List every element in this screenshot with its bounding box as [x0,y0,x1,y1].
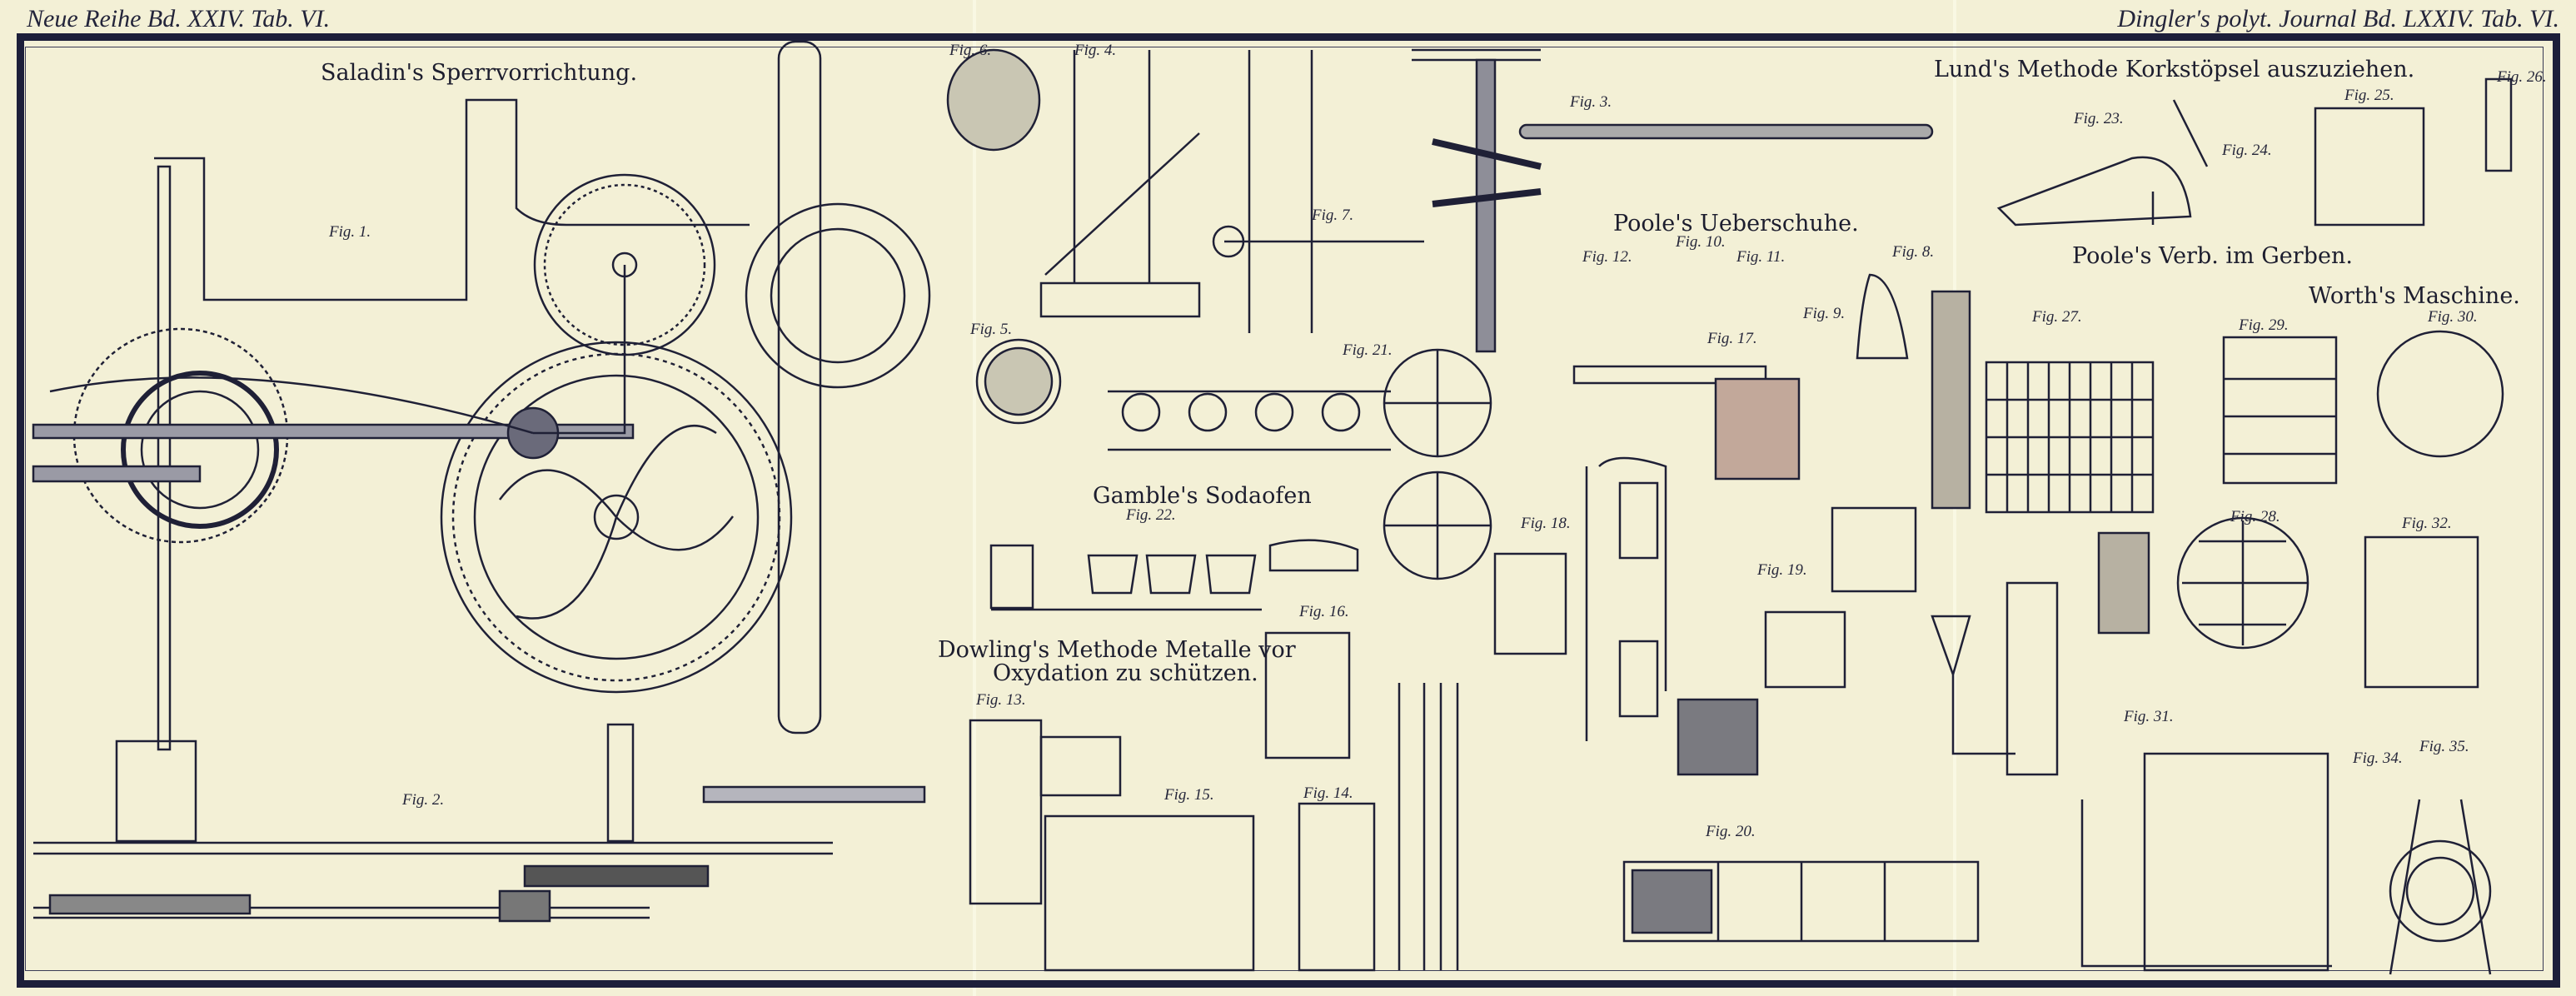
fig-label: Fig. 11. [1736,248,1786,266]
fig-label: Fig. 28. [2230,508,2280,525]
title-poole-tanning: Poole's Verb. im Gerben. [2072,243,2353,269]
fig-label: Fig. 10. [1676,233,1726,251]
optics-figs-drawing [946,48,1424,425]
title-worth: Worth's Maschine. [2309,283,2520,309]
fig-label: Fig. 1. [329,223,371,241]
fig-label: Fig. 16. [1299,603,1349,620]
fig-label: Fig. 32. [2402,515,2452,532]
title-gamble: Gamble's Sodaofen [1093,483,1312,509]
fig-label: Fig. 14. [1303,784,1353,802]
saladin-fig1-drawing [32,40,931,751]
fig-label: Fig. 9. [1803,305,1846,322]
poole-tanning-drawing [1931,290,2504,975]
dowling-figs-drawing [969,631,1459,972]
fig-label: Fig. 22. [1126,506,1176,524]
fig-label: Fig. 6. [949,42,992,59]
fig-label: Fig. 5. [970,321,1013,338]
paper-fold [973,0,976,996]
poole-figs-drawing [1493,273,1980,943]
fig-label: Fig. 20. [1706,823,1756,840]
title-saladin: Saladin's Sperrvorrichtung. [321,60,638,86]
title-poole-shoes: Poole's Ueberschuhe. [1613,211,1859,237]
fig-label: Fig. 31. [2124,708,2174,725]
lund-figs-drawing [1996,77,2513,227]
plate-border [17,33,2560,988]
fig-label: Fig. 12. [1582,248,1632,266]
fig-label: Fig. 19. [1757,561,1807,579]
fig-label: Fig. 34. [2353,749,2403,767]
fig-label: Fig. 26. [2497,68,2547,86]
gamble-sodaofen-drawing [989,348,1492,611]
fig-label: Fig. 4. [1074,42,1117,59]
fig-label: Fig. 8. [1892,243,1935,261]
plate-header-left: Neue Reihe Bd. XXIV. Tab. VI. [27,5,331,32]
title-dowling-2: Oxydation zu schützen. [993,660,1258,686]
title-dowling-1: Dowling's Methode Metalle vor [938,637,1296,663]
fig-label: Fig. 17. [1707,330,1757,347]
fig-label: Fig. 35. [2419,738,2469,755]
fig-label: Fig. 15. [1164,786,1214,804]
fig3-drawing [1412,48,1934,353]
fig-label: Fig. 21. [1343,341,1393,359]
fig-label: Fig. 23. [2074,110,2124,127]
fig-label: Fig. 3. [1570,93,1612,111]
fig-label: Fig. 18. [1521,515,1571,532]
plate-header-right: Dingler's polyt. Journal Bd. LXXIV. Tab.… [2117,5,2559,32]
fig-label: Fig. 2. [402,791,445,809]
fig-label: Fig. 30. [2428,308,2478,326]
title-lund: Lund's Methode Korkstöpsel auszuziehen. [1934,57,2415,82]
plate-inner-border [25,47,2544,971]
fig-label: Fig. 7. [1312,207,1354,224]
fig-label: Fig. 24. [2222,142,2272,159]
fig-label: Fig. 29. [2239,316,2289,334]
saladin-fig2-drawing [33,723,926,923]
fig-label: Fig. 13. [976,691,1026,709]
fig-label: Fig. 27. [2032,308,2082,326]
fig-label: Fig. 25. [2344,87,2394,104]
